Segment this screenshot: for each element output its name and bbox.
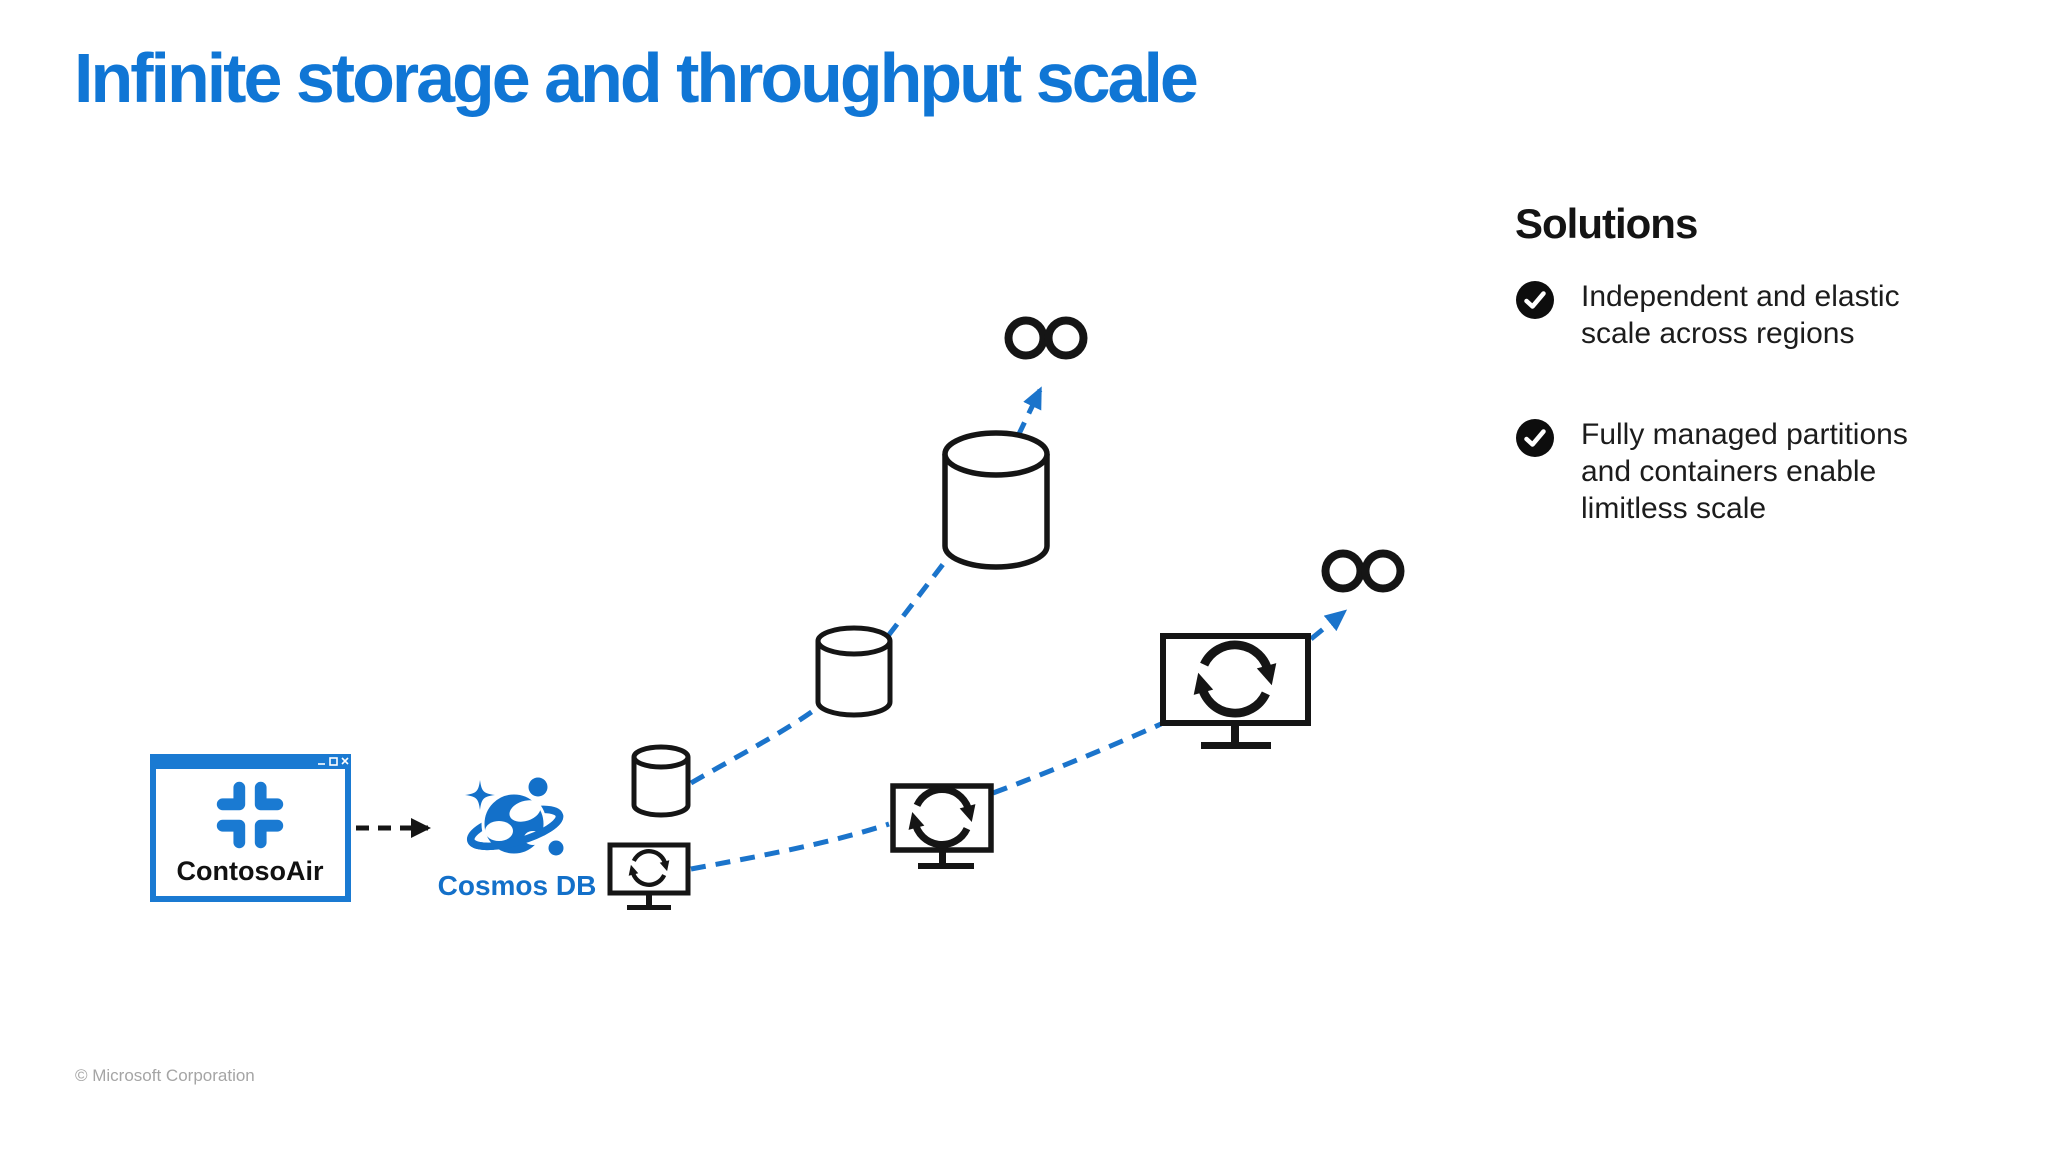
small-monitor-sync [607,842,691,910]
app-window-titlebar [150,754,351,769]
storage-scale-path [689,386,1043,786]
solution-line: Independent and elastic [1581,280,1900,313]
planet-ring-front [467,814,564,851]
app-window-label: ContosoAir [177,856,324,886]
solutions-panel: Solutions Independent and elastic scale … [1515,200,1985,591]
sparkle-icon [465,780,495,810]
large-database-cylinder [942,430,1050,570]
orbit-dot-small [548,840,564,856]
contosoair-app-window: ContosoAir [150,754,351,902]
solution-item: Independent and elastic scale across reg… [1515,278,1985,352]
storage-path-segment-2 [886,557,949,638]
maximize-icon [329,757,338,766]
orbit-dot-large [528,777,548,797]
solution-line: limitless scale [1581,492,1767,525]
small-database-cylinder [631,744,691,818]
throughput-path-segment-2 [992,721,1163,796]
cosmos-db-planet-icon: Cosmos DB [438,777,597,901]
throughput-path-arrow [1309,609,1348,641]
storage-path-segment-1 [689,705,819,786]
solution-item: Fully managed partitions and containers … [1515,416,1985,527]
cosmos-db-label: Cosmos DB [438,870,597,901]
medium-database-cylinder [815,625,893,718]
infinity-icon-throughput [1326,554,1401,589]
page-title: Infinite storage and throughput scale [74,39,1199,117]
check-circle-icon [1516,281,1554,319]
solution-line: scale across regions [1581,317,1855,350]
copyright-text: © Microsoft Corporation [75,1066,255,1085]
medium-monitor-sync [890,783,994,869]
window-controls [318,757,349,766]
throughput-path-segment-1 [690,821,890,872]
solution-line: and containers enable [1581,455,1877,488]
infinity-icon-storage [1009,321,1084,356]
throughput-scale-path [690,609,1348,872]
solutions-heading: Solutions [1515,200,1698,247]
storage-path-arrow [1015,386,1043,438]
contosoair-logo-icon [216,781,284,849]
solution-line: Fully managed partitions [1581,418,1908,451]
solution-item-text: Fully managed partitions and containers … [1581,416,1908,527]
app-window-frame [150,754,351,902]
solution-item-text: Independent and elastic scale across reg… [1581,278,1900,352]
large-monitor-sync [1160,633,1311,749]
close-icon [341,757,349,765]
check-circle-icon [1516,419,1554,457]
